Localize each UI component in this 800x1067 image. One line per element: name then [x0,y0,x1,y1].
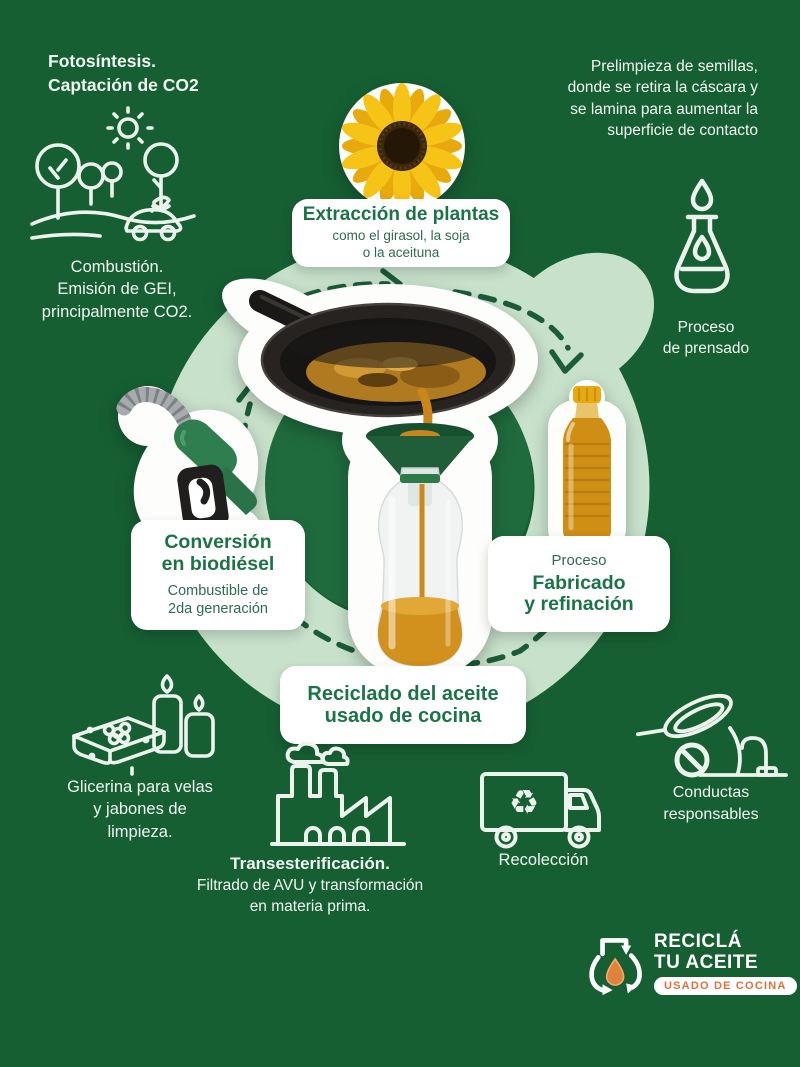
brand-logo: RECICLÁ TU ACEITE USADO DE COCINA [588,931,797,996]
pressing-label: Proceso de prensado [662,319,750,357]
recycling-title: Reciclado del aceite usado de cocina [307,682,499,727]
recycling-card: Reciclado del aceite usado de cocina [280,666,526,744]
erlenmeyer-flask-icon [674,178,730,294]
biodiesel-card: Conversión en biodiésel Combustible de 2… [131,520,305,630]
recycle-symbol-icon: ♻ [509,783,539,823]
refining-kicker: Proceso [551,551,607,569]
combustion-label: Combustión. Emisión de GEI, principalmen… [41,258,193,321]
trees-sun-eco-car-icon [30,106,196,242]
soap-and-candles-icon [72,674,215,776]
brand-logo-text: RECICLÁ TU ACEITE USADO DE COCINA [654,931,797,996]
sunflower-photo [339,83,465,209]
transesterification-text: Filtrado de AVU y transformación en mate… [196,877,424,915]
brand-badge: USADO DE COCINA [654,977,797,996]
factory-icon [270,741,406,846]
recycling-truck-icon: ♻ [480,772,601,849]
refining-card: Proceso Fabricado y refinación [488,536,670,632]
extraction-card: Extracción de plantas como el girasol, l… [292,199,510,267]
seed-precleaning-label: Prelimpieza de semillas, donde se retira… [567,58,758,140]
extraction-subtitle: como el girasol, la soja o la aceituna [332,227,470,260]
extraction-title: Extracción de plantas [302,204,500,226]
biodiesel-subtitle: Combustible de 2da generación [167,582,269,617]
vegetable-oil-bottle-photo [548,380,626,556]
no-oil-down-the-sink-icon [635,693,788,778]
transesterification-block: Transesterificación. Filtrado de AVU y t… [160,854,460,918]
collection-label: Recolección [498,851,589,869]
responsible-label: Conductas responsables [663,784,759,823]
refining-title: Fabricado y refinación [524,571,634,616]
photosynthesis-label: Fotosíntesis. Captación de CO2 [48,51,199,95]
brand-line2: TU ACEITE [654,951,759,973]
transesterification-title: Transesterificación. [230,854,390,873]
glycerin-label: Glicerina para velas y jabones de limpie… [67,778,213,841]
brand-line1: RECICLÁ [654,931,742,952]
frying-pan-funnel-bottle-photo [222,278,538,676]
recycle-flask-logo-icon [589,938,642,996]
biodiesel-title: Conversión en biodiésel [161,531,275,575]
